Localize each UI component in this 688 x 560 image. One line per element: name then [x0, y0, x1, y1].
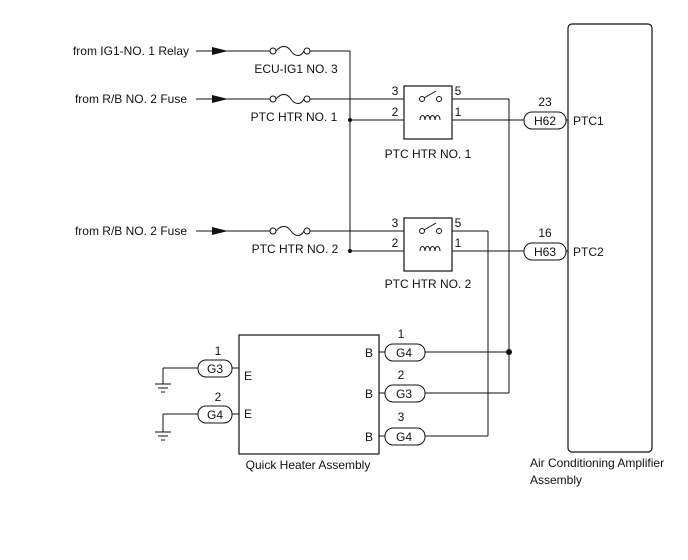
source-label: from R/B NO. 2 Fuse: [75, 92, 187, 106]
fuse-icon: [275, 94, 305, 104]
relay-contact: [419, 228, 425, 234]
source-label: from IG1-NO. 1 Relay: [73, 44, 189, 58]
terminal-label: PTC2: [573, 245, 604, 259]
relay-pin: 2: [392, 236, 399, 250]
connector-g3-right-2: G3 2 B: [365, 368, 426, 403]
coil-icon: [419, 115, 441, 121]
connector-g4-right-3: G4 3 B: [365, 410, 426, 446]
ground-icon: [155, 383, 171, 393]
connector-g3-left: G3 1 E: [197, 344, 252, 383]
terminal-label: B: [365, 387, 373, 401]
connector-h63: H63 16 PTC2: [523, 226, 604, 261]
connector-code: G4: [396, 430, 412, 444]
relay-pin: 5: [455, 84, 462, 98]
fuse-label: PTC HTR NO. 2: [252, 242, 339, 256]
fuse-label: PTC HTR NO. 1: [251, 110, 338, 124]
relay-label: PTC HTR NO. 1: [385, 147, 472, 161]
connector-pin: 23: [538, 95, 552, 109]
connector-code: H63: [534, 245, 556, 259]
connector-code: G4: [207, 408, 223, 422]
connector-pin: 2: [398, 368, 405, 382]
fuse-label: ECU-IG1 NO. 3: [254, 62, 338, 76]
connector-g4-right-1: G4 1 B: [365, 327, 426, 362]
source-rb-fuse-2: from R/B NO. 2 Fuse: [75, 224, 228, 238]
connector-code: H62: [534, 114, 556, 128]
fuse-terminal: [303, 95, 311, 103]
quick-heater-label: Quick Heater Assembly: [246, 458, 371, 472]
fuse-ptc-htr1: PTC HTR NO. 1: [251, 94, 338, 124]
coil-icon: [419, 246, 441, 252]
fuse-terminal: [269, 47, 277, 55]
relay-pin: 5: [455, 216, 462, 230]
terminal-label: B: [365, 430, 373, 444]
relay-ptc-htr2: 3 5 2 1 PTC HTR NO. 2: [385, 216, 472, 291]
ground-icon: [155, 431, 171, 441]
connector-pin: 3: [398, 410, 405, 424]
source-ig1-relay: from IG1-NO. 1 Relay: [73, 44, 228, 58]
terminal-label: E: [244, 407, 252, 421]
connector-code: G4: [396, 346, 412, 360]
relay-pin: 3: [392, 216, 399, 230]
relay-pin: 2: [392, 105, 399, 119]
connector-code: G3: [207, 362, 223, 376]
terminal-label: B: [365, 346, 373, 360]
junction-dot: [348, 118, 352, 122]
relay-contact: [436, 228, 442, 234]
amplifier-label: Assembly: [530, 473, 582, 487]
connector-g4-left: G4 2 E: [197, 390, 252, 424]
junction-dot: [348, 249, 352, 253]
connector-code: G3: [396, 387, 412, 401]
relay-pin: 1: [455, 236, 462, 250]
relay-pin: 3: [392, 84, 399, 98]
source-label: from R/B NO. 2 Fuse: [75, 224, 187, 238]
connector-pin: 1: [398, 327, 405, 341]
relay-label: PTC HTR NO. 2: [385, 277, 472, 291]
air-conditioning-amplifier: Air Conditioning Amplifier Assembly: [530, 23, 664, 487]
amplifier-label: Air Conditioning Amplifier: [530, 456, 664, 470]
connector-pin: 2: [215, 390, 222, 404]
arrow-icon: [212, 95, 228, 103]
junction-dot: [506, 349, 512, 355]
relay-pin: 1: [455, 105, 462, 119]
wires: [162, 50, 568, 437]
arrow-icon: [212, 47, 228, 55]
fuse-icon: [275, 226, 305, 236]
connector-h62: H62 23 PTC1: [523, 95, 604, 130]
source-rb-fuse-1: from R/B NO. 2 Fuse: [75, 92, 228, 106]
connector-pin: 1: [215, 344, 222, 358]
terminal-label: E: [244, 369, 252, 383]
connector-pin: 16: [538, 226, 552, 240]
fuse-terminal: [303, 47, 311, 55]
relay-contact: [436, 96, 442, 102]
relay-ptc-htr1: 3 5 2 1 PTC HTR NO. 1: [385, 84, 472, 161]
fuse-terminal: [269, 95, 277, 103]
fuse-terminal: [303, 227, 311, 235]
fuse-icon: [275, 46, 305, 56]
relay-contact: [419, 96, 425, 102]
fuse-terminal: [269, 227, 277, 235]
arrow-icon: [212, 227, 228, 235]
fuse-ecu-ig1: ECU-IG1 NO. 3: [254, 46, 338, 76]
quick-heater-assembly: Quick Heater Assembly: [238, 334, 380, 472]
terminal-label: PTC1: [573, 114, 604, 128]
fuse-ptc-htr2: PTC HTR NO. 2: [252, 226, 339, 256]
